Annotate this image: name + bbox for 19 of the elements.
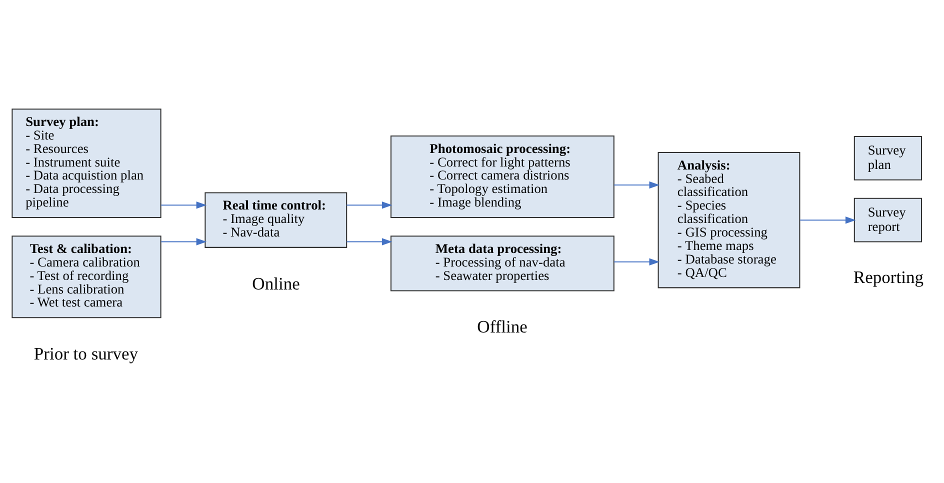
node-box: Real time control: - Image quality - Nav-data — [204, 192, 348, 248]
label: Reporting — [853, 267, 924, 288]
label: Prior to survey — [34, 344, 138, 364]
node-box: Photomosaic processing: - Correct for light patterns - Correct camera distrions - Topology estimation - Image blending — [390, 135, 614, 218]
arrow — [346, 238, 392, 246]
arrow — [614, 258, 660, 266]
node-box: Survey plan — [854, 136, 922, 180]
arrow — [161, 238, 207, 246]
label: Offline — [477, 316, 528, 337]
node-box: Analysis: - Seabed classification - Species classification - GIS processing - Theme maps - Database storage - QA/QC — [658, 152, 800, 288]
node-box: Test & calibation: - Camera calibration - Test of recording - Lens calibration - Wet test camera — [12, 236, 162, 318]
node-box: Survey report — [854, 198, 922, 242]
label: Online — [252, 273, 300, 294]
arrow — [161, 202, 207, 209]
arrow — [346, 202, 392, 209]
node-box: Meta data processing: - Processing of nav-data - Seawater properties — [390, 236, 614, 292]
arrow — [614, 181, 660, 189]
node-box: Survey plan: - Site - Resources - Instrument suite - Data acquistion plan - Data processing pipeline — [12, 108, 162, 218]
arrow — [800, 216, 856, 224]
